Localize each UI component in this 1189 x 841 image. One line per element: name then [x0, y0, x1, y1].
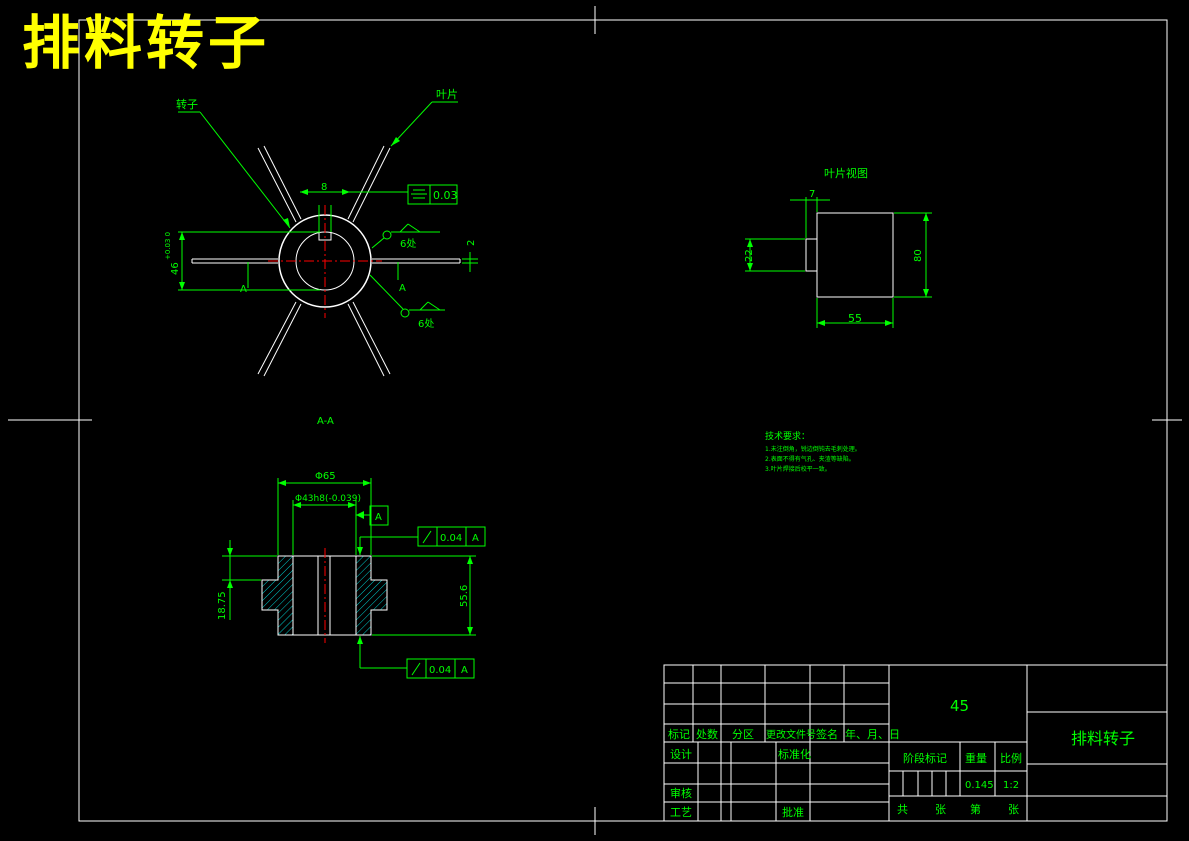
blade-view: 叶片视图 7 22 80 55 — [744, 166, 932, 328]
title-block: 45 排料转子 标记 处数 分区 更改文件号 签名 年、月、日 设计 标准化 审… — [663, 664, 1168, 822]
dim-keyway: 8 — [321, 182, 327, 193]
blade-view-title: 叶片视图 — [824, 166, 868, 180]
centerlines — [268, 205, 382, 318]
header-count: 处数 — [696, 728, 718, 741]
label-process: 工艺 — [670, 806, 692, 819]
dim-right-55-6: 55.6 — [459, 585, 470, 607]
roughness-label-2: 6处 — [418, 318, 434, 330]
dim-side: 2 — [466, 240, 477, 246]
section-label: A-A — [317, 416, 334, 427]
roughness-label-1: 6处 — [400, 238, 416, 250]
tech-requirements: 技术要求： 1.未注倒角，锐边倒钝去毛刺处理。 2.表面不得有气孔、夹渣等缺陷。… — [765, 430, 861, 473]
label-standardize: 标准化 — [778, 747, 811, 761]
header-mark: 标记 — [668, 727, 690, 741]
label-weight: 重量 — [965, 751, 987, 765]
tech-item-2: 2.表面不得有气孔、夹渣等缺陷。 — [765, 455, 855, 463]
runout-1-value: 0.04 — [440, 533, 462, 544]
datum-label-section: A — [375, 512, 382, 523]
dim-inner-diameter: Φ43h8(-0.039) — [295, 494, 361, 504]
label-approve: 批准 — [782, 805, 804, 819]
scale-value: 1:2 — [1003, 780, 1019, 791]
blade-tab — [805, 238, 818, 272]
tech-item-3: 3.叶片焊接后校平一致。 — [765, 465, 831, 473]
top-view: 转子 叶片 8 0.03 2 6处 6处 A A 46 +0.03 0 A-A — [164, 88, 478, 427]
label-total: 共 — [897, 803, 908, 816]
runout-2-datum: A — [461, 665, 468, 676]
datum-label-left: A — [240, 284, 247, 295]
datum-label-right: A — [399, 283, 406, 294]
label-rotor: 转子 — [176, 97, 198, 111]
tech-item-1: 1.未注倒角，锐边倒钝去毛刺处理。 — [765, 445, 861, 453]
label-sheets: 张 — [935, 803, 946, 816]
dim-bore-tolerance: +0.03 0 — [164, 232, 172, 260]
dim-bore: 46 — [170, 262, 181, 275]
header-signature: 签名 — [816, 727, 838, 741]
label-page: 第 — [970, 802, 981, 816]
label-scale: 比例 — [1000, 751, 1022, 765]
dim-55: 55 — [848, 312, 862, 325]
runout-1-datum: A — [472, 533, 479, 544]
weight-value: 0.145 — [965, 780, 994, 791]
label-design: 设计 — [670, 748, 692, 761]
material: 45 — [950, 697, 969, 715]
blades — [191, 145, 461, 377]
label-blade: 叶片 — [436, 88, 458, 101]
tolerance-symmetry-value: 0.03 — [433, 189, 458, 202]
label-stage-mark: 阶段标记 — [903, 751, 947, 765]
runout-2-value: 0.04 — [429, 665, 451, 676]
header-date: 年、月、日 — [845, 727, 900, 741]
dim-80: 80 — [913, 249, 924, 262]
section-view: Φ65 Φ43h8(-0.039) A 0.04 A 0.04 A 18.75 … — [217, 471, 486, 679]
part-name: 排料转子 — [1071, 729, 1135, 748]
tech-heading: 技术要求： — [765, 430, 810, 442]
label-review: 审核 — [670, 786, 692, 800]
dim-outer-diameter: Φ65 — [315, 471, 336, 482]
dim-22: 22 — [744, 249, 755, 262]
label-sheets-2: 张 — [1008, 803, 1019, 816]
dim-7: 7 — [809, 189, 815, 200]
dim-left-18-75: 18.75 — [217, 591, 228, 620]
header-change-doc: 更改文件号 — [766, 728, 816, 741]
drawing-title: 排料转子 — [22, 9, 271, 77]
header-zone: 分区 — [732, 728, 754, 741]
